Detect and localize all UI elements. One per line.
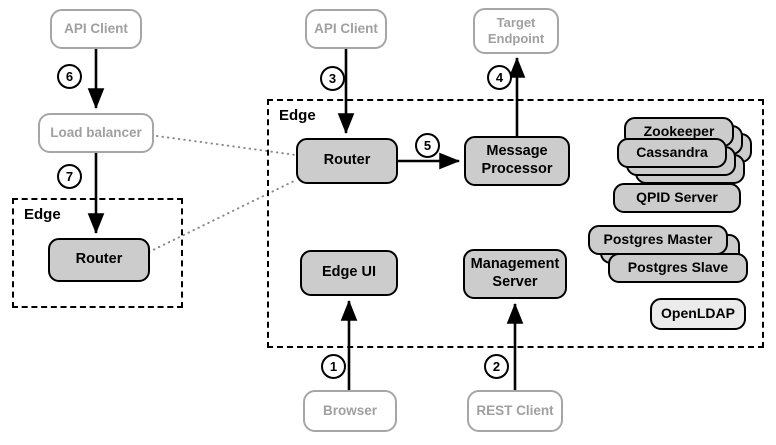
node-router-left[interactable]: Router <box>48 238 150 282</box>
step-badge-5: 5 <box>415 133 440 158</box>
group-edge-left <box>12 198 183 308</box>
node-postgres-slave[interactable]: Postgres Slave <box>608 253 748 283</box>
node-api-client-right[interactable]: API Client <box>305 9 387 49</box>
node-target-endpoint[interactable]: Target Endpoint <box>473 8 559 54</box>
node-load-balancer[interactable]: Load balancer <box>38 113 154 153</box>
node-router-right[interactable]: Router <box>296 138 398 184</box>
step-badge-2-number: 2 <box>492 359 501 374</box>
node-edge-ui-label: Edge UI <box>322 264 376 281</box>
node-api-client-left-label: API Client <box>64 20 128 36</box>
node-rest-client-label: REST Client <box>476 402 554 418</box>
node-management-server-label: Management Server <box>470 256 560 290</box>
node-message-processor[interactable]: Message Processor <box>464 136 570 186</box>
node-edge-ui[interactable]: Edge UI <box>300 250 398 296</box>
node-api-client-left[interactable]: API Client <box>50 9 142 49</box>
node-load-balancer-label: Load balancer <box>50 124 142 140</box>
node-zookeeper-label: Zookeeper <box>643 123 715 140</box>
node-browser[interactable]: Browser <box>303 390 397 432</box>
step-badge-4-number: 4 <box>495 70 504 85</box>
node-cassandra-label: Cassandra <box>636 144 708 161</box>
node-cassandra[interactable]: Cassandra <box>617 138 727 168</box>
step-badge-7: 7 <box>57 164 82 189</box>
node-qpid-server[interactable]: QPID Server <box>613 183 741 213</box>
group-edge-right-label: Edge <box>279 107 316 124</box>
node-openldap-label: OpenLDAP <box>661 305 735 322</box>
step-badge-6-number: 6 <box>65 69 74 84</box>
node-management-server[interactable]: Management Server <box>463 249 567 299</box>
step-badge-3: 3 <box>320 66 345 91</box>
step-badge-5-number: 5 <box>423 138 432 153</box>
node-target-endpoint-label: Target Endpoint <box>487 15 545 46</box>
node-openldap[interactable]: OpenLDAP <box>650 298 746 330</box>
node-postgres-master-label: Postgres Master <box>603 231 713 248</box>
node-qpid-server-label: QPID Server <box>636 189 718 206</box>
node-api-client-right-label: API Client <box>314 20 378 36</box>
node-router-right-label: Router <box>323 152 371 169</box>
step-badge-7-number: 7 <box>65 169 74 184</box>
node-postgres-slave-label: Postgres Slave <box>627 259 729 276</box>
group-edge-right <box>267 99 764 348</box>
node-rest-client[interactable]: REST Client <box>467 390 563 432</box>
step-badge-3-number: 3 <box>328 71 337 86</box>
dotted-link-load-balancer-to-edge-router <box>156 135 297 156</box>
step-badge-1: 1 <box>321 354 346 379</box>
step-badge-1-number: 1 <box>329 359 338 374</box>
step-badge-2: 2 <box>484 354 509 379</box>
step-badge-4: 4 <box>487 65 512 90</box>
node-browser-label: Browser <box>322 402 378 418</box>
node-router-left-label: Router <box>75 251 123 268</box>
group-edge-left-label: Edge <box>24 206 61 223</box>
step-badge-6: 6 <box>57 64 82 89</box>
node-message-processor-label: Message Processor <box>481 143 553 177</box>
dotted-link-router-left-to-edge-router <box>148 179 297 253</box>
node-postgres-master[interactable]: Postgres Master <box>588 225 728 255</box>
